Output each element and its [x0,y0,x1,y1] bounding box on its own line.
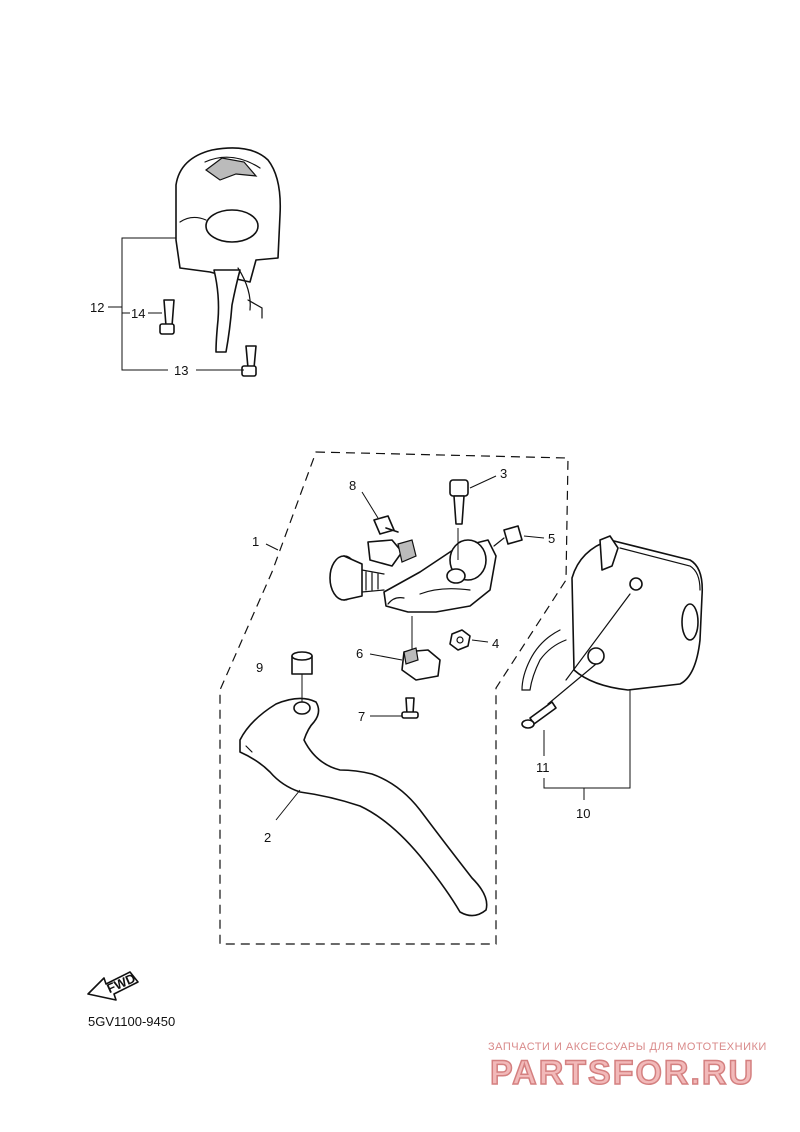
label-2: 2 [264,830,271,845]
label-12: 12 [90,300,104,315]
label-11: 11 [536,760,550,775]
label-6: 6 [356,646,363,661]
lower-leader-lines [265,475,631,821]
screw-5 [493,525,523,547]
label-8: 8 [349,478,356,493]
adjuster-knob [329,555,385,601]
label-14: 14 [131,306,145,321]
lever-2 [239,697,488,917]
fwd-arrow: FWD [87,970,139,1001]
label-3: 3 [500,466,507,481]
diagram-code: 5GV1100-9450 [88,1014,175,1029]
watermark-brand: PARTSFOR.RU [490,1054,755,1092]
nut-4 [449,629,471,651]
switch-housing-10 [521,535,704,705]
assembly-dashed-outline [219,451,569,945]
switch-6 [401,647,441,681]
label-5: 5 [548,531,555,546]
label-9: 9 [256,660,263,675]
label-7: 7 [358,709,365,724]
screw-7 [401,697,419,719]
part-number-labels: 1 2 3 4 5 6 7 8 9 10 11 12 13 14 [90,300,590,845]
bolt-3 [449,479,469,525]
watermark-tagline: ЗАПЧАСТИ И АКСЕССУАРЫ ДЛЯ МОТОТЕХНИКИ [488,1041,767,1053]
lever-holder-assembly [291,479,523,719]
label-10: 10 [576,806,590,821]
upper-leader-lines [108,237,244,371]
fwd-label: FWD [105,970,138,996]
screw-11 [521,701,557,729]
label-1: 1 [252,534,259,549]
screw-8 [373,515,399,535]
handlebar-switch-assembly [159,147,282,377]
screw-14 [159,299,175,335]
label-13: 13 [174,363,188,378]
watermark: ЗАПЧАСТИ И АКСЕССУАРЫ ДЛЯ МОТОТЕХНИКИ PA… [488,1041,767,1093]
collar-9 [291,651,313,675]
label-4: 4 [492,636,499,651]
screw-13 [241,345,257,377]
